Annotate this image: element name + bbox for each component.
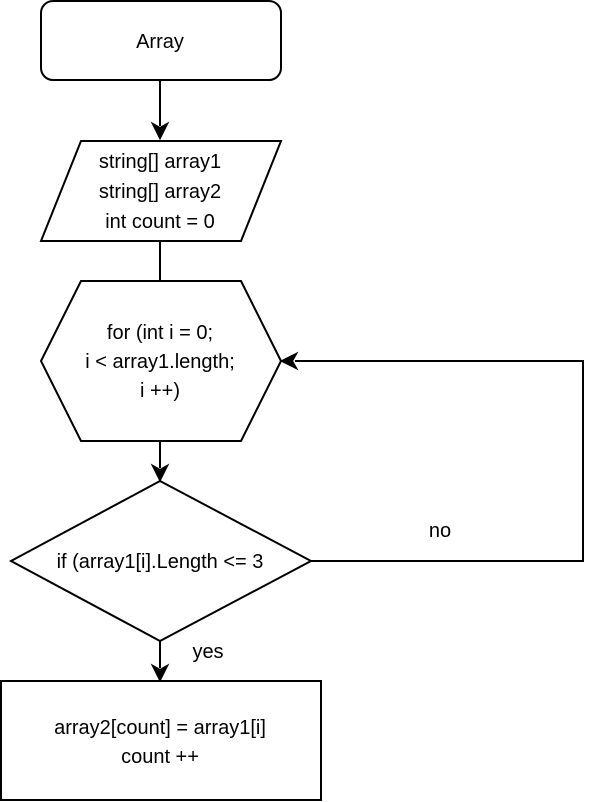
arrow-yes-to-assignment — [150, 641, 170, 683]
loop-line-3: i ++) — [140, 380, 180, 402]
loop-line-2: i < array1.length; — [85, 351, 235, 373]
assignment-line-1: array2[count] = array1[i] — [54, 717, 266, 739]
yes-edge-label: yes — [192, 641, 223, 663]
condition-node[interactable]: if (array1[i].Length <= 3 — [8, 479, 314, 643]
start-node-label: Array — [136, 31, 184, 53]
start-node[interactable]: Array — [40, 0, 282, 81]
declarations-line-2: string[] array2 — [99, 181, 221, 203]
loop-line-1: for (int i = 0; — [107, 322, 213, 344]
declarations-line-1: string[] array1 — [99, 151, 221, 173]
no-edge-label: no — [429, 520, 451, 542]
arrow-start-to-declarations — [150, 80, 170, 141]
loop-node[interactable]: for (int i = 0; i < array1.length; i ++) — [39, 280, 283, 442]
declarations-line-3: int count = 0 — [105, 211, 215, 233]
assignment-line-2: count ++ — [121, 746, 199, 768]
arrow-no-back-to-loop — [279, 351, 584, 562]
condition-label: if (array1[i].Length <= 3 — [57, 551, 264, 573]
declarations-node[interactable]: string[] array1 string[] array2 int coun… — [39, 140, 283, 242]
assignment-node[interactable]: array2[count] = array1[i] count ++ — [0, 680, 322, 801]
arrow-loop-to-condition — [150, 441, 170, 483]
